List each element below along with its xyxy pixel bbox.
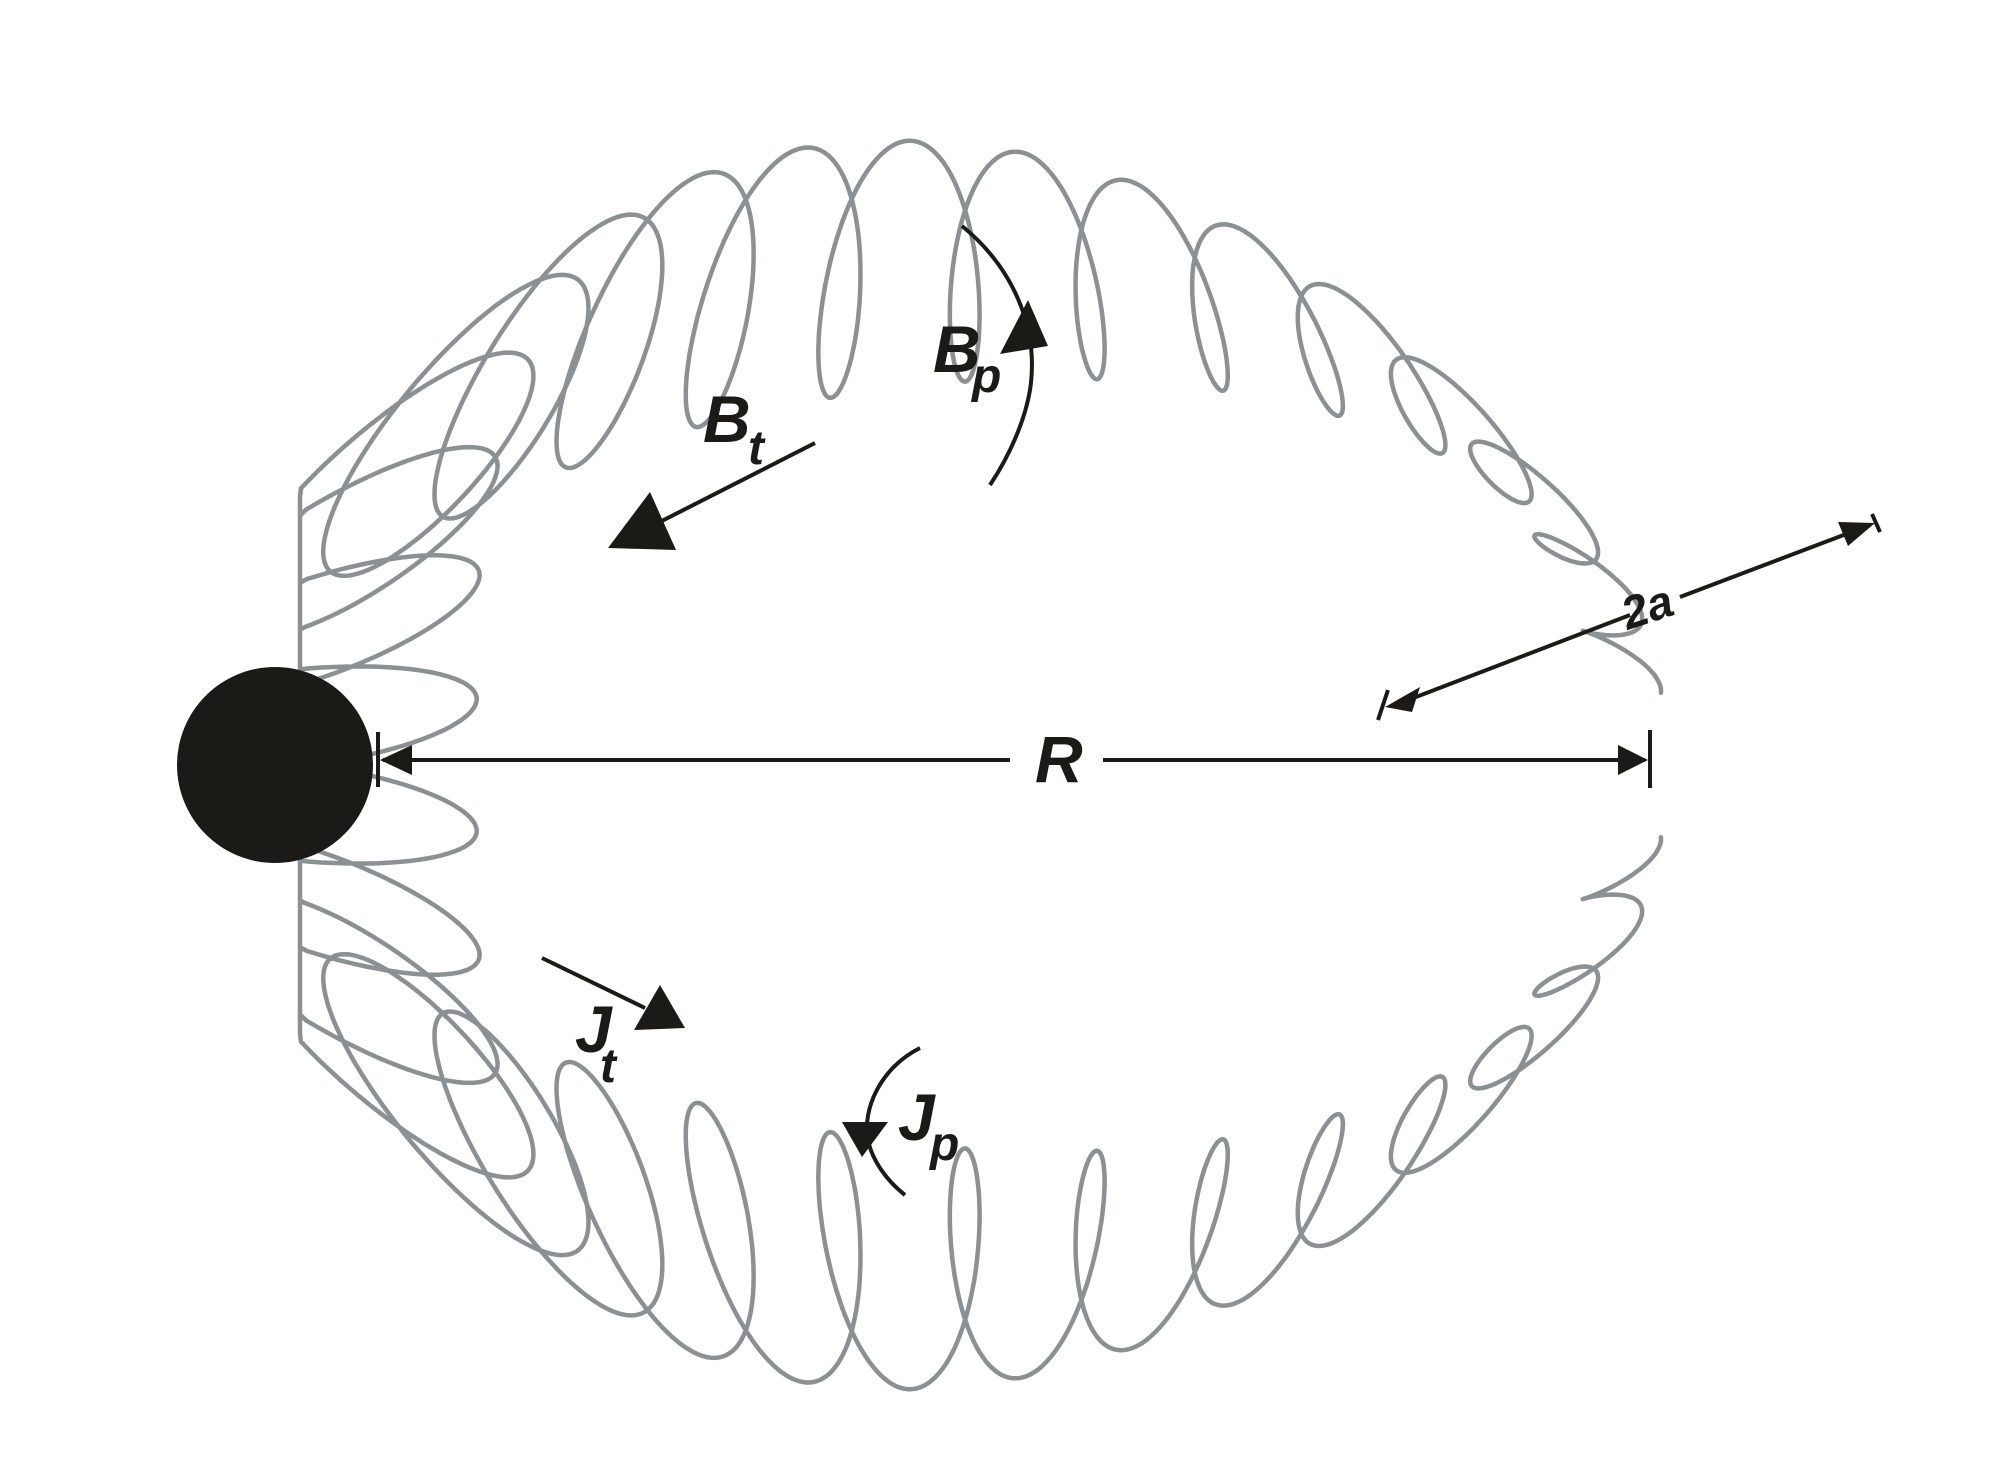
toroidal-field-arrow xyxy=(608,441,816,550)
jt-label-subscript: t xyxy=(600,1040,618,1093)
bp-label-main: B xyxy=(933,312,981,386)
bt-label-main: B xyxy=(703,382,751,456)
poloidal-current-arrow xyxy=(842,1046,921,1197)
central-body xyxy=(177,667,373,863)
jp-label-main: J xyxy=(898,1080,936,1154)
radius-dimension xyxy=(376,730,1652,788)
jt-label-main: J xyxy=(575,992,613,1066)
bp-label-subscript: p xyxy=(970,350,1001,403)
radius-label: R xyxy=(1035,722,1083,796)
minor-diameter-dimension xyxy=(1376,513,1882,721)
poloidal-field-arrow xyxy=(960,224,1048,487)
toroidal-current-arrow xyxy=(541,956,685,1030)
jp-label-subscript: p xyxy=(928,1118,959,1171)
bt-label-subscript: t xyxy=(748,422,766,475)
